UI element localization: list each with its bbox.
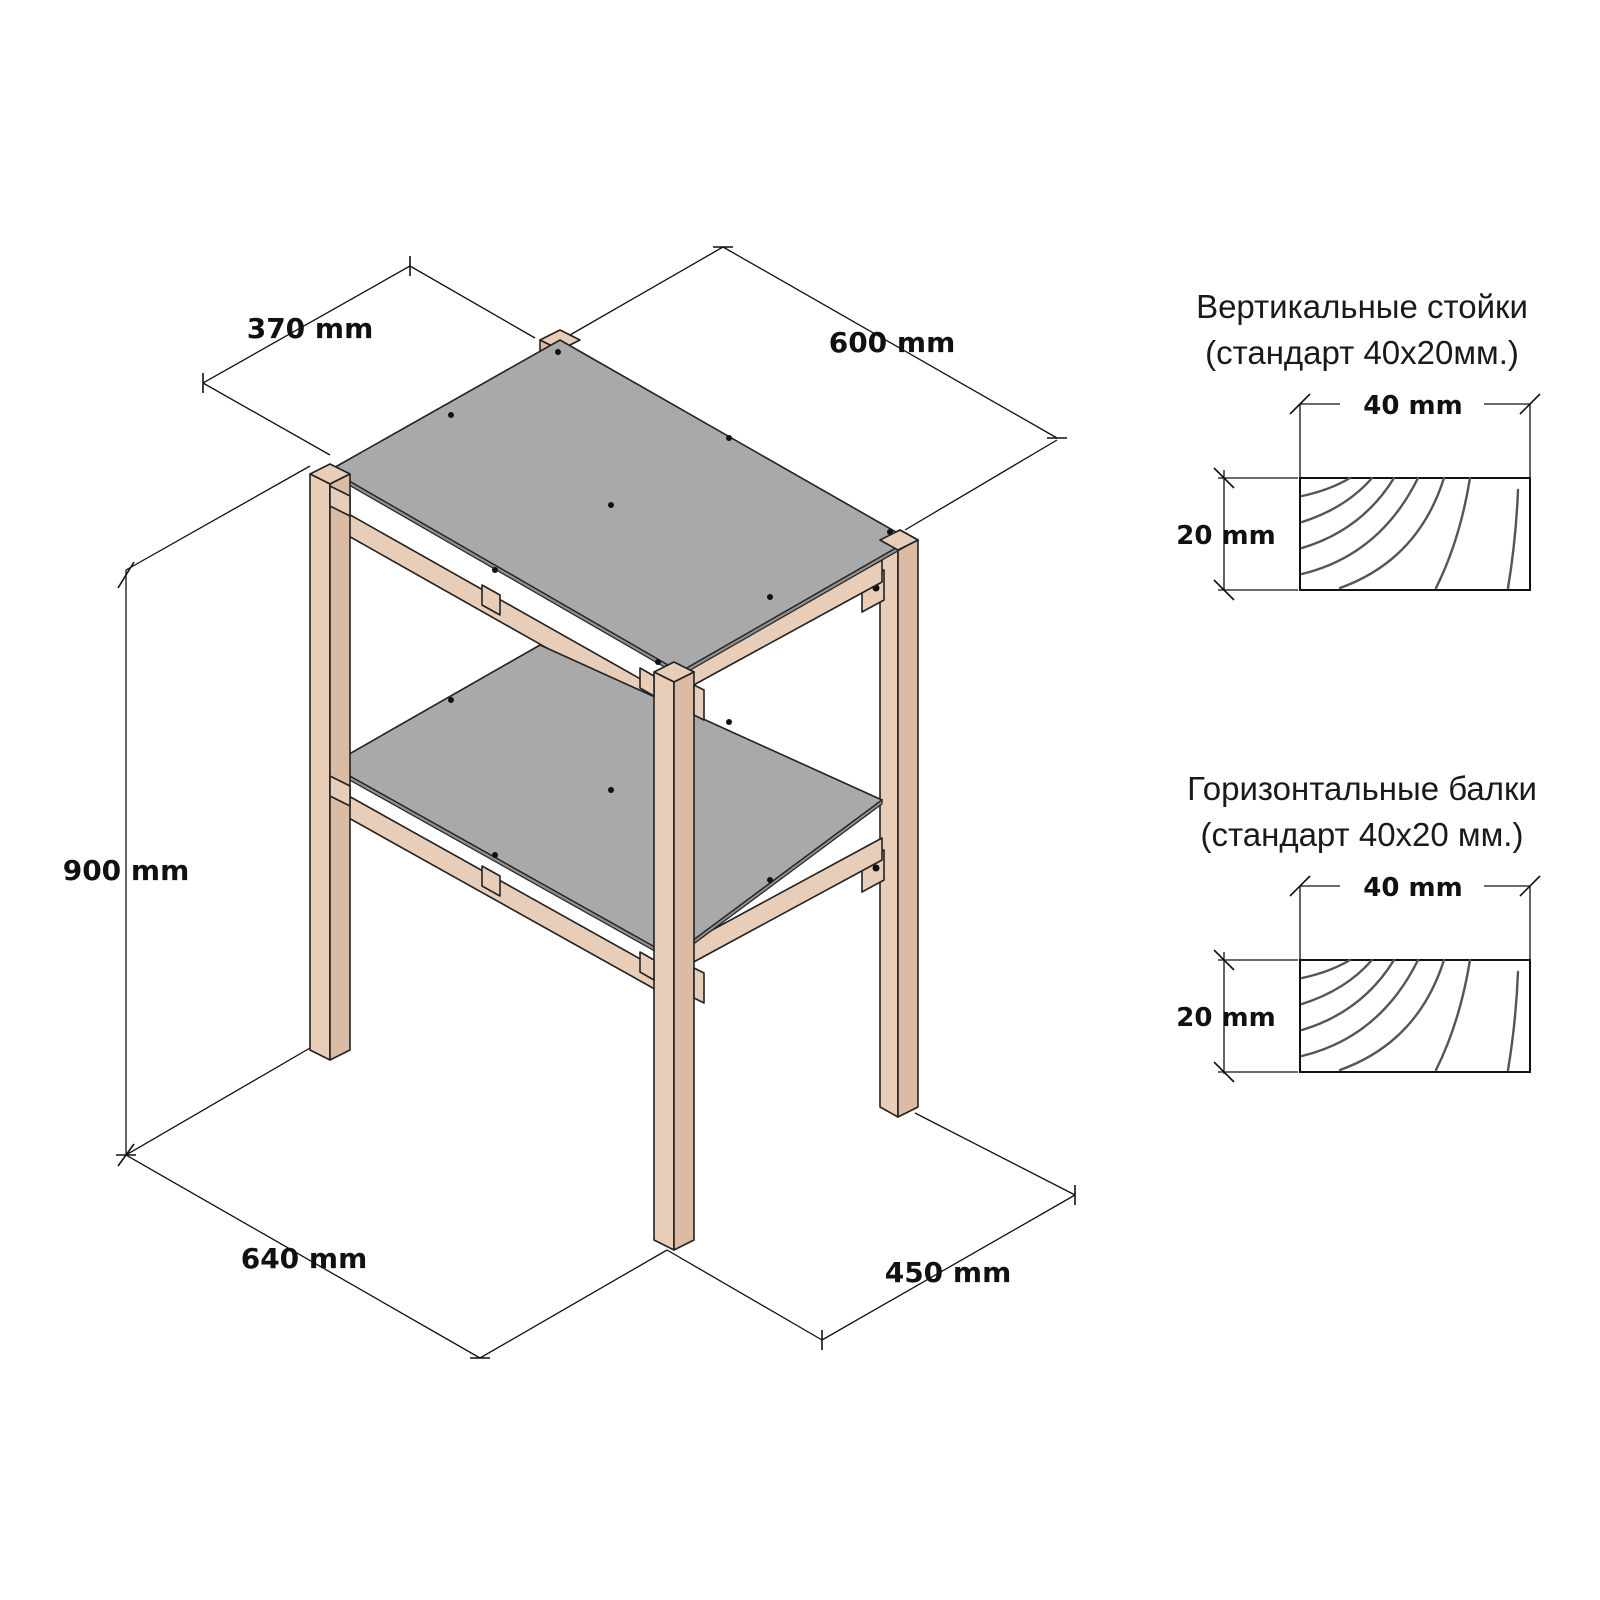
dim-height: 900 mm	[63, 854, 190, 887]
dim-width-top: 600 mm	[829, 326, 956, 359]
dim-width-bottom: 640 mm	[241, 1242, 368, 1275]
section-vertical-posts: Вертикальные стойки (стандарт 40х20мм.) …	[1176, 288, 1541, 601]
section-1-width: 40 mm	[1363, 391, 1462, 421]
dimension-labels: 370 mm 600 mm 900 mm 640 mm 450 mm	[63, 312, 1012, 1289]
bottom-shelf	[329, 644, 883, 956]
dimension-lines	[116, 246, 1076, 1359]
section-2-width: 40 mm	[1363, 873, 1462, 903]
dim-depth-top: 370 mm	[247, 312, 374, 345]
front-legs	[309, 463, 919, 1251]
top-shelf	[329, 339, 911, 678]
section-1-title: Вертикальные стойки	[1196, 288, 1528, 325]
section-1-subtitle: (стандарт 40х20мм.)	[1205, 334, 1519, 371]
section-horizontal-beams: Горизонтальные балки (стандарт 40х20 мм.…	[1176, 770, 1541, 1083]
section-2-title: Горизонтальные балки	[1187, 770, 1537, 807]
section-2-height: 20 mm	[1176, 1003, 1275, 1033]
dim-depth-bottom: 450 mm	[885, 1256, 1012, 1289]
section-1-height: 20 mm	[1176, 521, 1275, 551]
section-2-subtitle: (стандарт 40х20 мм.)	[1201, 816, 1524, 853]
